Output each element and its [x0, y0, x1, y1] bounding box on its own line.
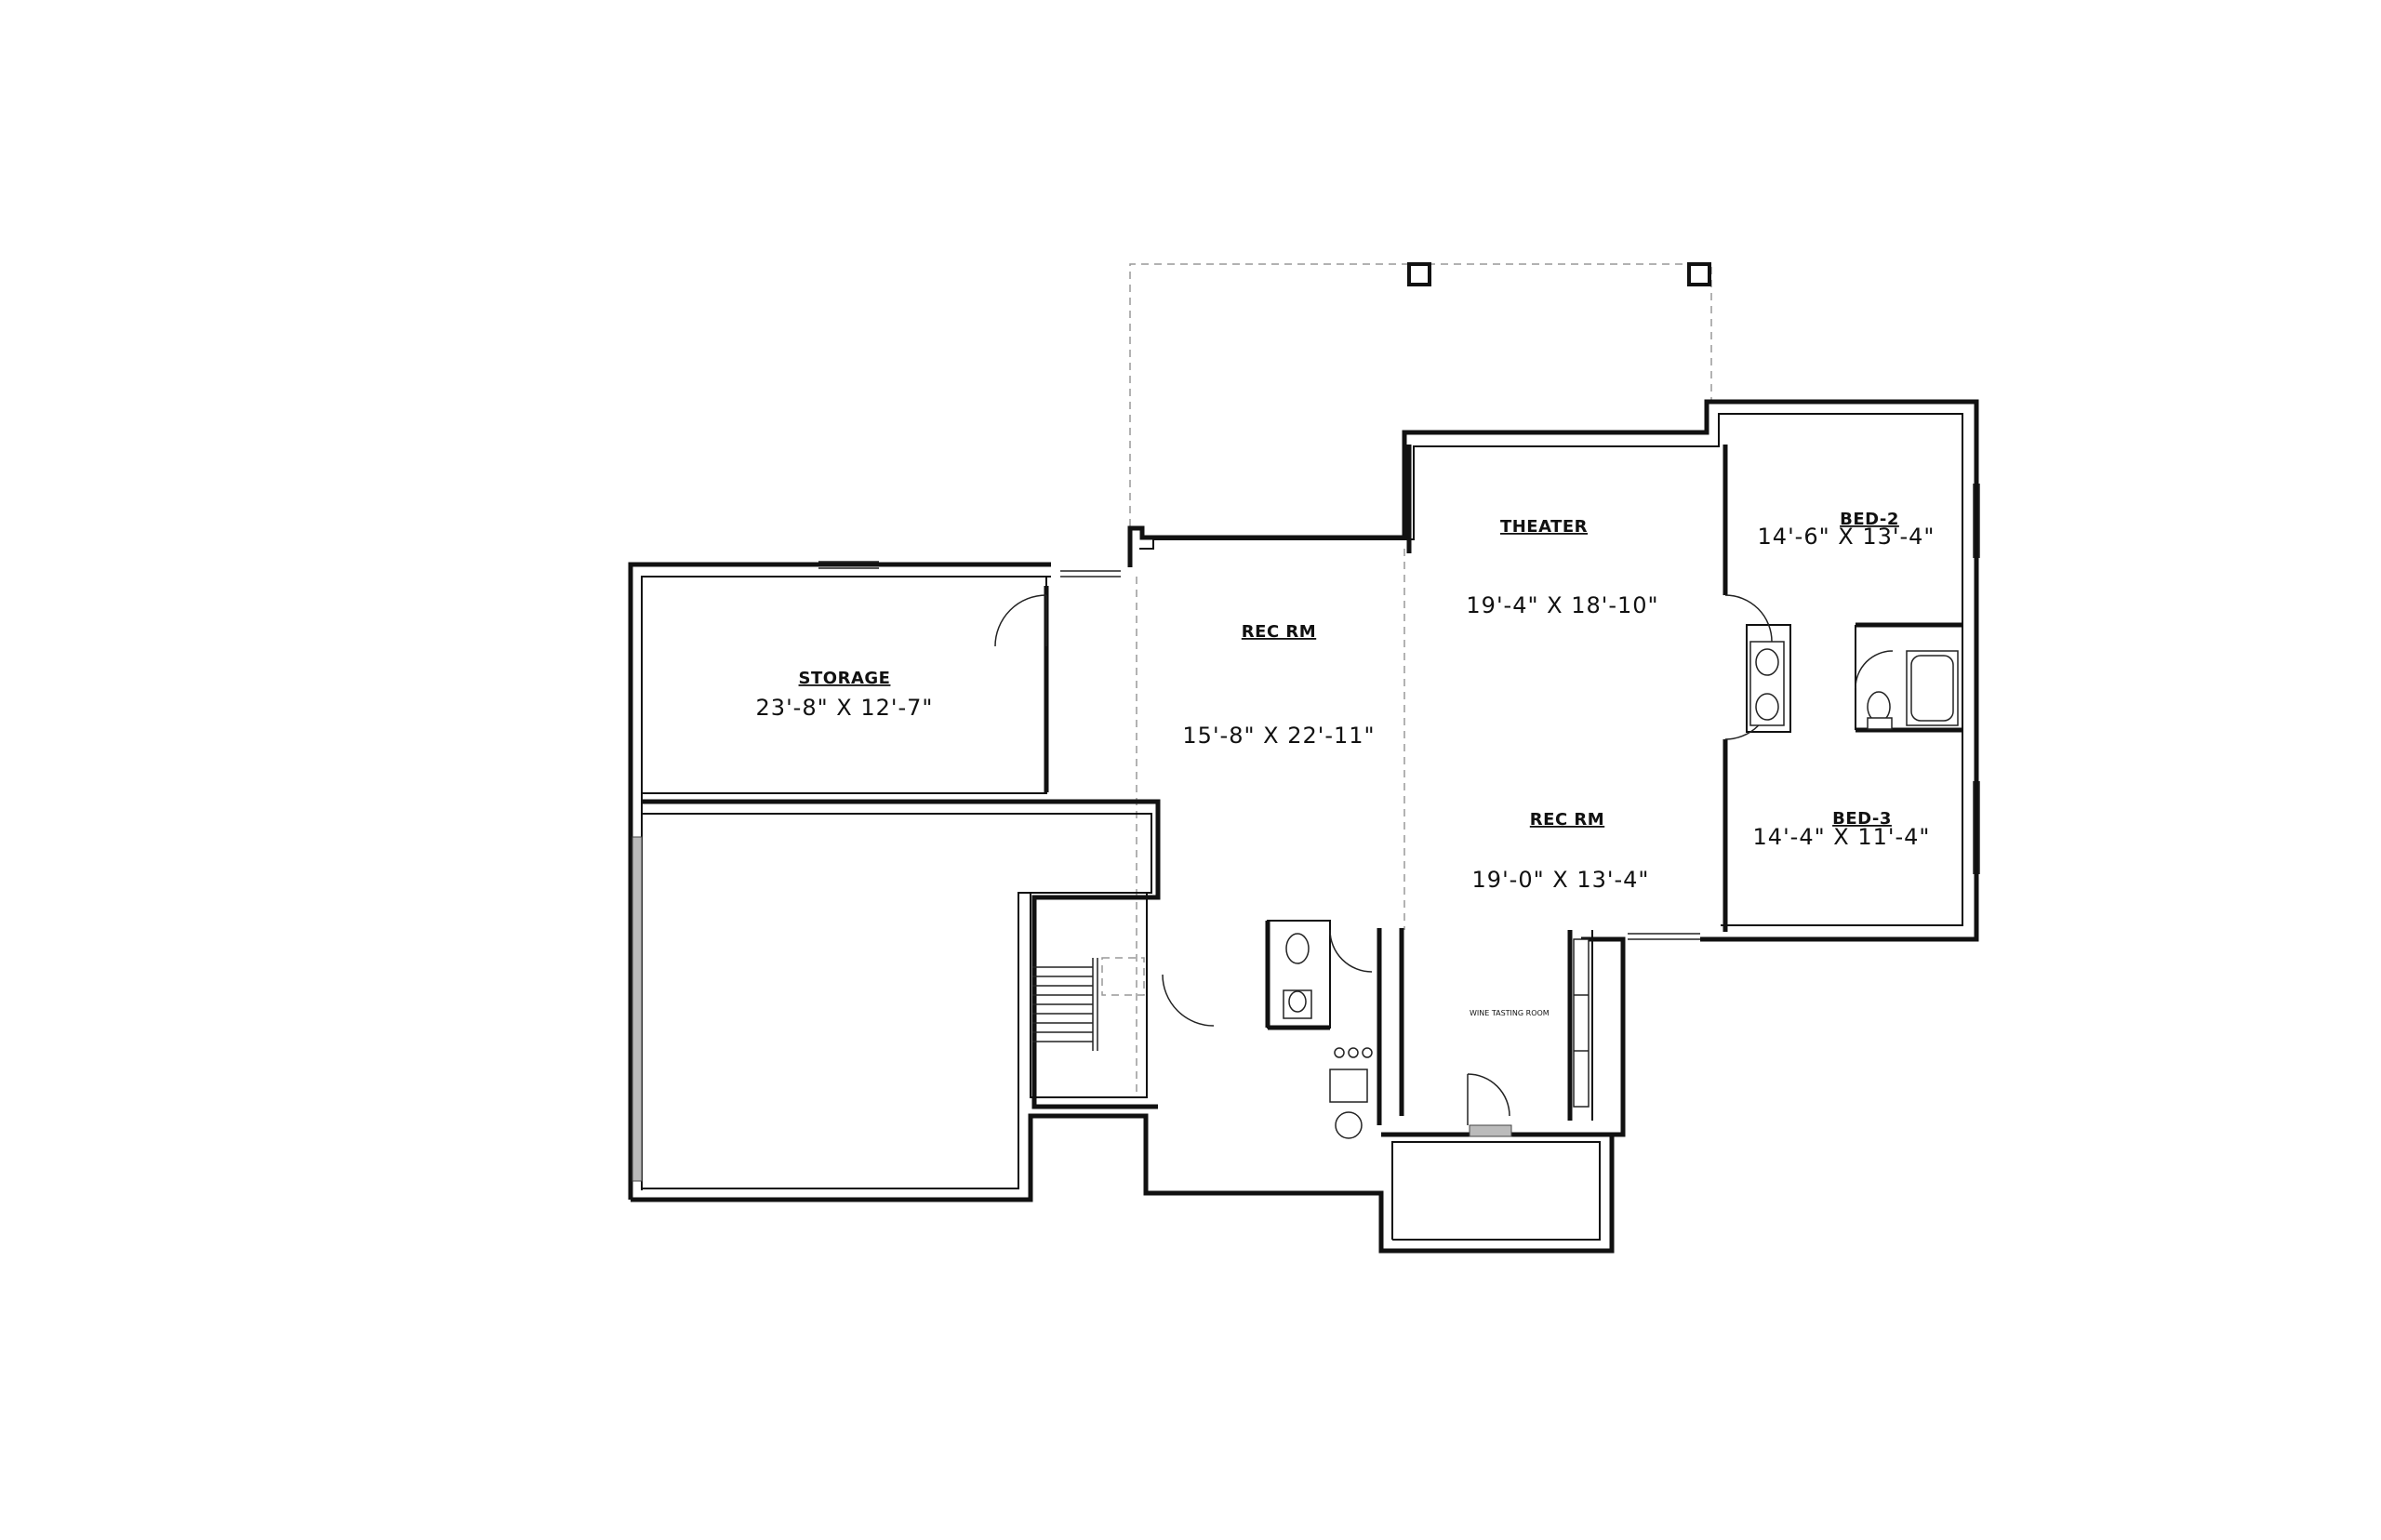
room-bed-3: BED-3 14'-4" X 11'-4" [1753, 809, 1931, 850]
room-dims-bed-2: 14'-6" X 13'-4" [1758, 524, 1935, 550]
room-dims-theater: 19'-4" X 18'-10" [1466, 592, 1658, 618]
room-title-rec-rm-left: REC RM [1242, 622, 1316, 642]
room-storage: STORAGE 23'-8" X 12'-7" [756, 669, 934, 721]
room-title-theater: THEATER [1500, 517, 1588, 537]
interior-walls [641, 445, 1962, 1125]
room-dims-rec-rm-left: 15'-8" X 22'-11" [1182, 723, 1375, 749]
room-title-wine-tasting: WINE TASTING ROOM [1470, 1009, 1550, 1017]
room-title-storage: STORAGE [799, 669, 891, 688]
fixtures [632, 641, 1959, 1182]
room-dims-storage: 23'-8" X 12'-7" [756, 695, 934, 721]
covered-patio-outline [1129, 262, 1712, 1097]
room-title-bed-2: BED-2 [1840, 510, 1899, 529]
room-title-bed-3: BED-3 [1832, 809, 1892, 829]
room-wine-tasting: WINE TASTING ROOM [1470, 1009, 1550, 1017]
room-rec-rm-left: REC RM 15'-8" X 22'-11" [1182, 622, 1375, 749]
post-marker-1 [1407, 262, 1431, 286]
room-dims-rec-rm-right: 19'-0" X 13'-4" [1472, 867, 1650, 893]
room-rec-rm-right: REC RM 19'-0" X 13'-4" [1472, 810, 1650, 893]
windows [818, 484, 1980, 940]
room-bed-2: BED-2 14'-6" X 13'-4" [1758, 510, 1935, 550]
post-marker-2 [1687, 262, 1711, 286]
room-theater: THEATER 19'-4" X 18'-10" [1466, 517, 1658, 618]
exterior-walls [628, 399, 1979, 1254]
room-title-rec-rm-right: REC RM [1530, 810, 1604, 830]
room-dims-bed-3: 14'-4" X 11'-4" [1753, 824, 1931, 850]
